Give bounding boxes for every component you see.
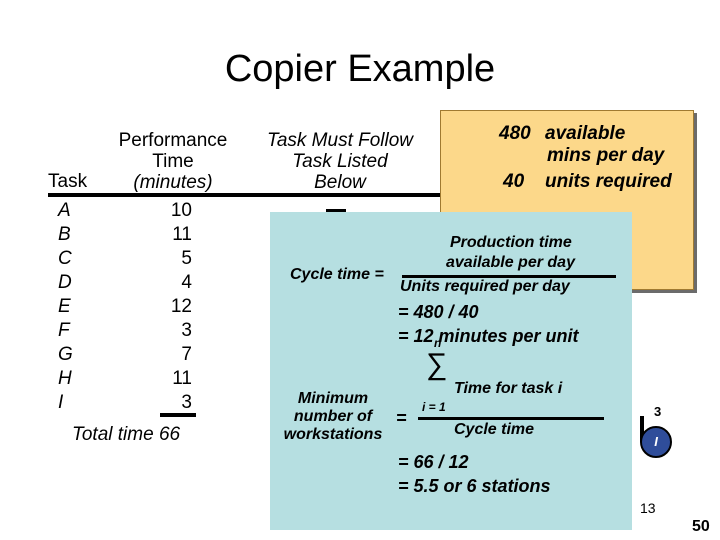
must-follow-header-line3: Below xyxy=(314,172,366,193)
task-cell: G xyxy=(58,344,73,365)
workstations-fraction-bar xyxy=(418,417,604,420)
sum-upper-limit: n xyxy=(434,336,442,350)
time-cell: 7 xyxy=(181,344,192,365)
units-required-value: 40 xyxy=(503,171,525,192)
performance-header-line2: Time xyxy=(152,151,194,172)
task-cell: I xyxy=(58,392,64,413)
task-cell: H xyxy=(58,368,72,389)
workstations-equals: = xyxy=(396,408,407,428)
available-minutes-label: available xyxy=(545,123,626,144)
must-follow-header-line1: Task Must Follow xyxy=(266,130,414,151)
units-required-label: units required xyxy=(545,171,672,192)
must-follow-header: Task Must Follow Task Listed Below xyxy=(250,130,430,193)
time-cell: 11 xyxy=(172,224,192,245)
workstations-numerator: Time for task i xyxy=(454,380,563,397)
performance-header: Performance Time (minutes) xyxy=(108,130,238,193)
time-cell: 5 xyxy=(181,248,192,269)
min-workstations-label-line2: number of xyxy=(293,408,373,425)
task-cell: B xyxy=(58,224,71,245)
available-minutes-label2: mins per day xyxy=(547,145,665,166)
cycle-numerator-line1: Production time xyxy=(450,234,572,251)
slide-title: Copier Example xyxy=(224,48,496,90)
workstations-result1: = 66 / 12 xyxy=(398,452,469,472)
cycle-denominator: Units required per day xyxy=(400,278,570,295)
workstations-result2: = 5.5 or 6 stations xyxy=(398,476,551,496)
performance-header-line1: Performance xyxy=(118,130,228,151)
task-header: Task xyxy=(48,171,88,192)
task-cell: E xyxy=(58,296,71,317)
cycle-fraction-bar xyxy=(402,275,616,278)
task-cell: F xyxy=(58,320,70,341)
time-cell: 3 xyxy=(181,320,192,341)
performance-header-line3: (minutes) xyxy=(133,172,213,193)
cycle-calc-step2: = 12 minutes per unit xyxy=(398,326,579,346)
header-divider xyxy=(48,193,440,197)
formula-box: Production time available per day Cycle … xyxy=(270,212,632,530)
time-cell: 4 xyxy=(181,272,192,293)
total-divider xyxy=(160,413,196,417)
task-cell: C xyxy=(58,248,72,269)
min-workstations-label-line3: workstations xyxy=(283,426,383,443)
sum-lower-limit: i = 1 xyxy=(422,400,446,414)
min-workstations-label-line1: Minimum xyxy=(297,390,369,407)
cycle-numerator-line2: available per day xyxy=(446,254,575,271)
time-cell: 3 xyxy=(181,392,192,413)
precedence-node-time: 3 xyxy=(654,404,662,419)
min-workstations-label: Minimum number of workstations xyxy=(278,390,388,444)
time-cell: 12 xyxy=(170,296,192,317)
cycle-calc-step1: = 480 / 40 xyxy=(398,302,479,322)
follow-column-mark xyxy=(326,209,346,212)
workstations-denominator: Cycle time xyxy=(454,421,535,438)
sigma-symbol: ∑ xyxy=(426,348,448,381)
task-cell: A xyxy=(58,200,71,221)
slide-number: 50 xyxy=(692,518,710,535)
task-cell: D xyxy=(58,272,72,293)
time-cell: 11 xyxy=(172,368,192,389)
time-cell: 10 xyxy=(170,200,192,221)
precedence-node-i: I xyxy=(640,426,672,458)
total-time: Total time 66 xyxy=(72,424,181,445)
cycle-time-label: Cycle time = xyxy=(290,266,384,283)
available-minutes-value: 480 xyxy=(499,123,531,144)
diagram-fragment-label: 13 xyxy=(640,500,656,516)
must-follow-header-line2: Task Listed xyxy=(292,151,388,172)
precedence-arrow-fragment xyxy=(640,416,644,442)
